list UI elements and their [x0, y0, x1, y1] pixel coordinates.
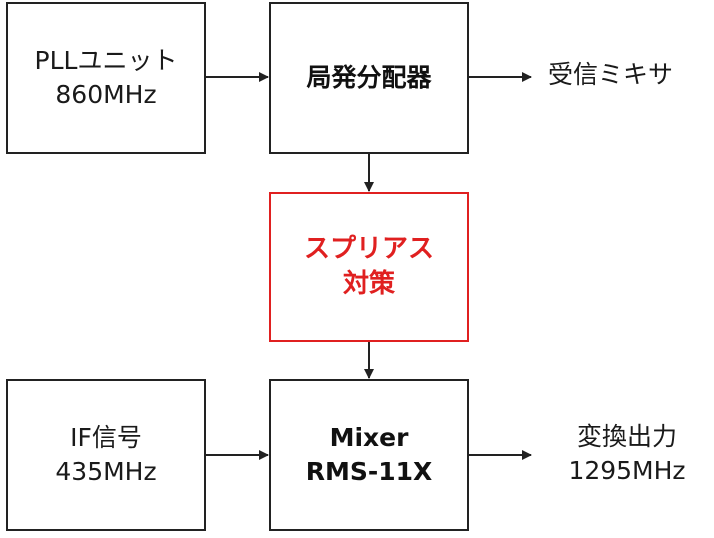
converted-output-label: 変換出力 1295MHz	[552, 420, 702, 488]
rx-mixer-text: 受信ミキサ	[548, 60, 674, 89]
spurious-countermeasure-block: スプリアス 対策	[269, 192, 469, 342]
pll-unit-frequency: 860MHz	[55, 80, 157, 109]
converted-output-frequency: 1295MHz	[568, 455, 686, 485]
if-signal-frequency: 435MHz	[55, 457, 157, 486]
pll-unit-label: PLLユニット	[34, 46, 178, 76]
mixer-model: RMS-11X	[305, 457, 433, 486]
spurious-label: スプリアス	[303, 233, 434, 264]
pll-unit-block: PLLユニット 860MHz	[6, 2, 206, 154]
rx-mixer-output-label: 受信ミキサ	[548, 58, 673, 92]
mixer-label: Mixer	[329, 423, 409, 453]
lo-distributor-block: 局発分配器	[269, 2, 469, 154]
mixer-block: Mixer RMS-11X	[269, 379, 469, 531]
lo-distributor-label: 局発分配器	[306, 63, 432, 93]
if-signal-label: IF信号	[70, 423, 142, 453]
spurious-label-2: 対策	[342, 269, 395, 299]
if-signal-block: IF信号 435MHz	[6, 379, 206, 531]
converted-output-text: 変換出力	[576, 422, 677, 451]
